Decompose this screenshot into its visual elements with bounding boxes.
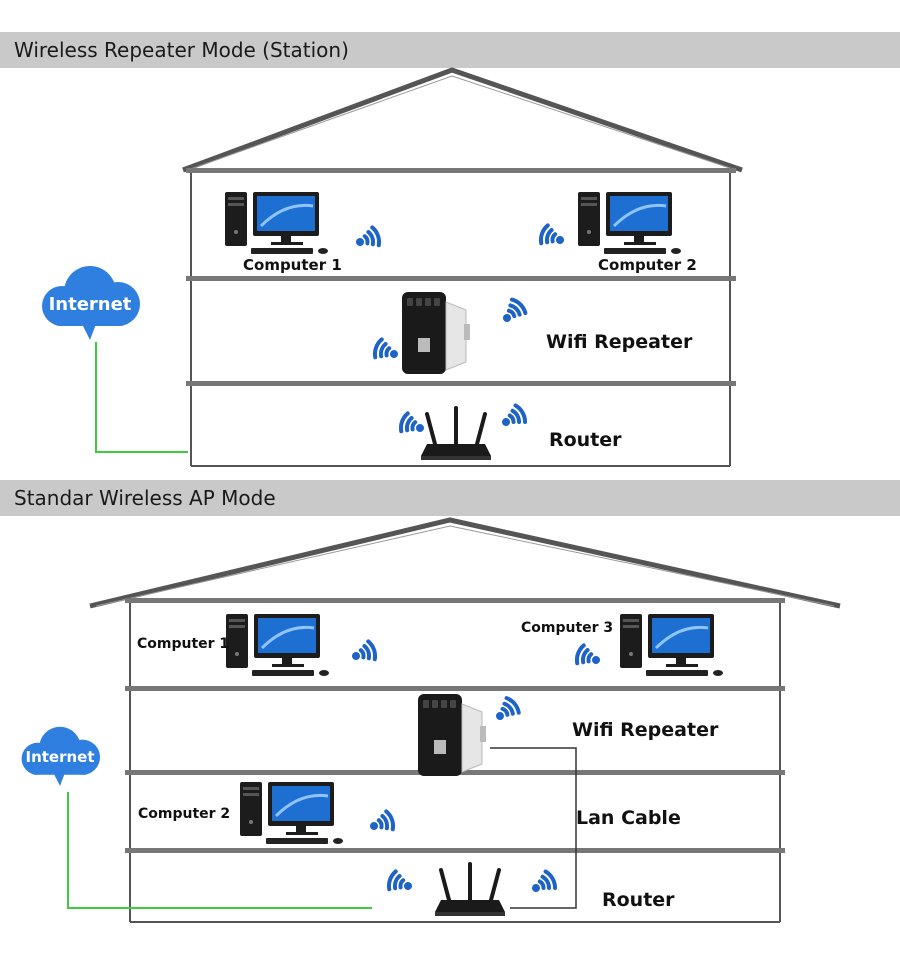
house-1	[182, 67, 743, 467]
computer-icon	[576, 190, 683, 256]
wifi-signal-icon	[384, 868, 418, 899]
computer-2-label: Computer 2	[138, 806, 230, 822]
wifi-signal-icon	[495, 402, 530, 435]
roof-1	[182, 67, 743, 173]
wifi-repeater-label: Wifi Repeater	[572, 719, 719, 741]
wifi-signal-icon	[346, 638, 380, 669]
wifi-signal-icon	[572, 642, 606, 673]
section-2-title: Standar Wireless AP Mode	[0, 480, 900, 516]
floor	[125, 598, 785, 603]
computer-2-label: Computer 2	[598, 256, 697, 274]
router-label: Router	[602, 889, 675, 911]
wifi-signal-icon	[497, 298, 527, 328]
computer-3-label: Computer 3	[521, 620, 613, 636]
wifi-repeater-label: Wifi Repeater	[546, 331, 693, 353]
floor	[125, 686, 785, 691]
internet-label: Internet	[25, 748, 94, 766]
wifi-signal-icon	[364, 808, 398, 839]
wifi-repeater-icon	[417, 693, 487, 777]
floor	[125, 848, 785, 853]
computer-1-label: Computer 1	[137, 636, 229, 652]
computer-1-label: Computer 1	[243, 256, 342, 274]
roof-2	[89, 517, 841, 609]
router-label: Router	[549, 429, 622, 451]
computer-icon	[238, 780, 345, 846]
lan-cable	[490, 747, 577, 909]
wifi-signal-icon	[525, 868, 560, 901]
computer-icon	[223, 190, 330, 256]
wifi-signal-icon	[350, 224, 384, 255]
computer-icon	[224, 612, 331, 678]
wifi-signal-icon	[488, 694, 523, 728]
computer-icon	[618, 612, 725, 678]
wifi-repeater-icon	[401, 291, 471, 375]
wifi-signal-icon	[396, 410, 430, 441]
wifi-signal-icon	[370, 336, 404, 367]
floor	[186, 276, 736, 281]
internet-label: Internet	[49, 294, 132, 315]
floor	[186, 381, 736, 386]
section-1-title: Wireless Repeater Mode (Station)	[0, 32, 900, 68]
floor	[186, 168, 736, 173]
internet-cable	[95, 342, 188, 453]
router-icon	[419, 406, 493, 462]
router-icon	[433, 862, 507, 918]
internet-cable	[67, 792, 372, 909]
lan-cable-label: Lan Cable	[576, 807, 681, 829]
wifi-signal-icon	[536, 222, 570, 253]
